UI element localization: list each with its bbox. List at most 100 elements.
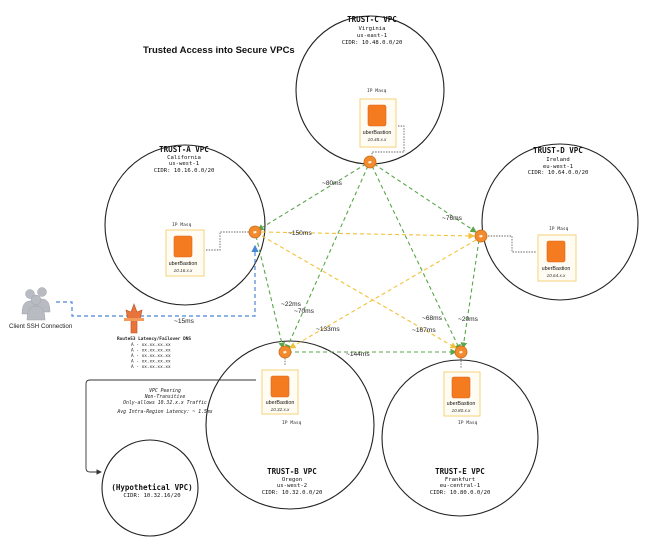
bastion-c-label: uberBastion [363, 130, 392, 136]
vpc-b-cidr: CIDR: 10.32.0.0/20 [262, 490, 323, 496]
vpc-a-cidr: CIDR: 10.16.0.0/20 [154, 168, 215, 174]
vpc-d-circle [481, 143, 639, 301]
vpc-b-region-code: us-west-2 [277, 483, 307, 489]
route53-title: Route53 Latency/Failover DNS [117, 336, 191, 342]
route53-record: A - xx.xx.xx.xx [131, 359, 171, 365]
link-d-e [460, 239, 480, 350]
link-a-e [261, 235, 457, 349]
route53-icon[interactable] [124, 303, 144, 334]
vpc-d-info: TRUST-D VPC Ireland eu-west-1 CIDR: 10.6… [528, 146, 589, 176]
vpc-c-region-name: Virginia [359, 26, 386, 32]
ipmasq-d-label: IP Masq [549, 226, 569, 232]
route53-records: A - xx.xx.xx.xx A - xx.xx.xx.xx A - xx.x… [131, 342, 171, 370]
bastion-c[interactable]: IP Masq uberBastion 10.48.x.x [359, 88, 397, 148]
link-c-b [285, 165, 369, 352]
latency-d-e: ~20ms [458, 316, 479, 323]
latency-a-d: ~150ms [288, 230, 312, 237]
vpc-c-info: TRUST-C VPC Virginia us-east-1 CIDR: 10.… [342, 15, 403, 46]
bastion-e[interactable]: uberBastion 10.80.x.x IP Masq [443, 371, 481, 426]
vpc-e-cidr: CIDR: 10.80.0.0/20 [430, 490, 491, 496]
vpc-c-region-code: us-east-1 [357, 33, 387, 39]
ipmasq-c-label: IP Masq [367, 88, 387, 94]
bastion-b-label: uberBastion [266, 400, 295, 406]
peering-line2: Only-allows 10.32.x.x Traffic [123, 400, 207, 406]
vpc-a-info: TRUST-A VPC California us-west-1 CIDR: 1… [154, 145, 215, 174]
peering-note: VPC Peering Non-Transitive Only-allows 1… [116, 388, 212, 415]
route53-record: A - xx.xx.xx.xx [131, 348, 171, 354]
latency-d-b: ~133ms [316, 326, 340, 333]
router-e-icon[interactable]: ⇄ [454, 345, 468, 359]
peering-line1: Non-Transitive [144, 394, 186, 400]
bastion-a-label: uberBastion [169, 261, 198, 267]
ipmasq-e-label: IP Masq [458, 420, 478, 426]
ipmasq-b-label: IP Masq [282, 420, 302, 426]
svg-text:⇄: ⇄ [368, 159, 372, 166]
client-users-icon[interactable] [21, 287, 51, 321]
server-a-icon [173, 235, 193, 258]
link-a-b [255, 235, 285, 350]
connector-c [371, 125, 405, 160]
svg-text:⇄: ⇄ [253, 229, 257, 236]
vpc-e-region-code: eu-central-1 [440, 483, 480, 489]
vpc-d-name: TRUST-D VPC [533, 146, 583, 155]
vpc-a-name: TRUST-A VPC [159, 145, 209, 154]
bastion-e-ip: 10.80.x.x [452, 408, 471, 413]
router-c-icon[interactable]: ⇄ [363, 155, 377, 169]
peering-line3: Avg Intra-Region Latency: ~ 1.5ms [116, 409, 212, 415]
latency-a-e: ~167ms [412, 327, 436, 334]
vpc-d-cidr: CIDR: 10.64.0.0/20 [528, 170, 589, 176]
router-d-icon[interactable]: ⇄ [474, 229, 488, 243]
connector-d [488, 235, 536, 253]
ipmasq-a-label: IP Masq [172, 222, 192, 228]
bastion-a-ip: 10.16.x.x [174, 268, 193, 273]
vpc-hypothetical-name: (Hypothetical VPC) [111, 483, 192, 492]
vpc-e-region-name: Frankfurt [445, 477, 475, 483]
route53-record: A - xx.xx.xx.xx [131, 364, 171, 370]
vpc-d-region-code: eu-west-1 [543, 164, 573, 170]
vpc-c-name: TRUST-C VPC [347, 15, 397, 24]
vpc-e-info: TRUST-E VPC Frankfurt eu-central-1 CIDR:… [430, 467, 491, 496]
vpc-b-name: TRUST-B VPC [267, 467, 317, 476]
server-d-icon [546, 240, 566, 263]
vpc-a-circle [104, 144, 266, 306]
latency-client-a: ~15ms [174, 318, 195, 325]
latency-c-d: ~76ms [442, 215, 463, 222]
vpc-hypothetical-circle [101, 439, 199, 537]
latency-c-a: ~80ms [322, 180, 343, 187]
peering-links [255, 163, 480, 356]
server-c-icon [367, 104, 387, 127]
bastion-d[interactable]: IP Masq uberBastion 10.64.x.x [537, 226, 577, 282]
link-c-a [257, 163, 367, 231]
vpc-e-circle [381, 359, 539, 517]
link-client-a [56, 244, 259, 317]
latency-c-b: ~70ms [294, 308, 315, 315]
server-b-icon [270, 375, 290, 398]
svg-text:⇄: ⇄ [283, 349, 287, 356]
latency-a-b: ~22ms [281, 301, 302, 308]
link-c-e [371, 165, 461, 351]
link-d-b [289, 239, 477, 349]
bastion-c-ip: 10.48.x.x [368, 137, 387, 142]
route53-record: A - xx.xx.xx.xx [131, 353, 171, 359]
diagram-title: Trusted Access into Secure VPCs [143, 45, 295, 56]
bastion-d-label: uberBastion [542, 266, 571, 272]
client-ssh-label: Client SSH Connection [9, 323, 73, 330]
link-a-d [261, 231, 476, 240]
bastion-b[interactable]: uberBastion 10.32.x.x IP Masq [261, 369, 302, 426]
connector-a [206, 231, 250, 251]
vpc-a-region-name: California [167, 155, 201, 161]
peering-arrow [85, 379, 256, 475]
svg-text:⇄: ⇄ [459, 349, 463, 356]
router-a-icon[interactable]: ⇄ [248, 225, 262, 239]
vpc-hypothetical-info: (Hypothetical VPC) CIDR: 10.32.16/20 [111, 483, 192, 499]
bastion-a[interactable]: IP Masq uberBastion 10.16.x.x [165, 222, 205, 277]
latency-b-e: ~144ms [346, 351, 370, 358]
bastion-b-ip: 10.32.x.x [271, 407, 290, 412]
peering-title: VPC Peering [149, 388, 181, 394]
route53-record: A - xx.xx.xx.xx [131, 342, 171, 348]
router-b-icon[interactable]: ⇄ [278, 345, 292, 359]
vpc-b-info: TRUST-B VPC Oregon us-west-2 CIDR: 10.32… [262, 467, 323, 496]
latency-c-e: ~68ms [422, 315, 443, 322]
vpc-hypothetical-cidr: CIDR: 10.32.16/20 [123, 493, 180, 499]
